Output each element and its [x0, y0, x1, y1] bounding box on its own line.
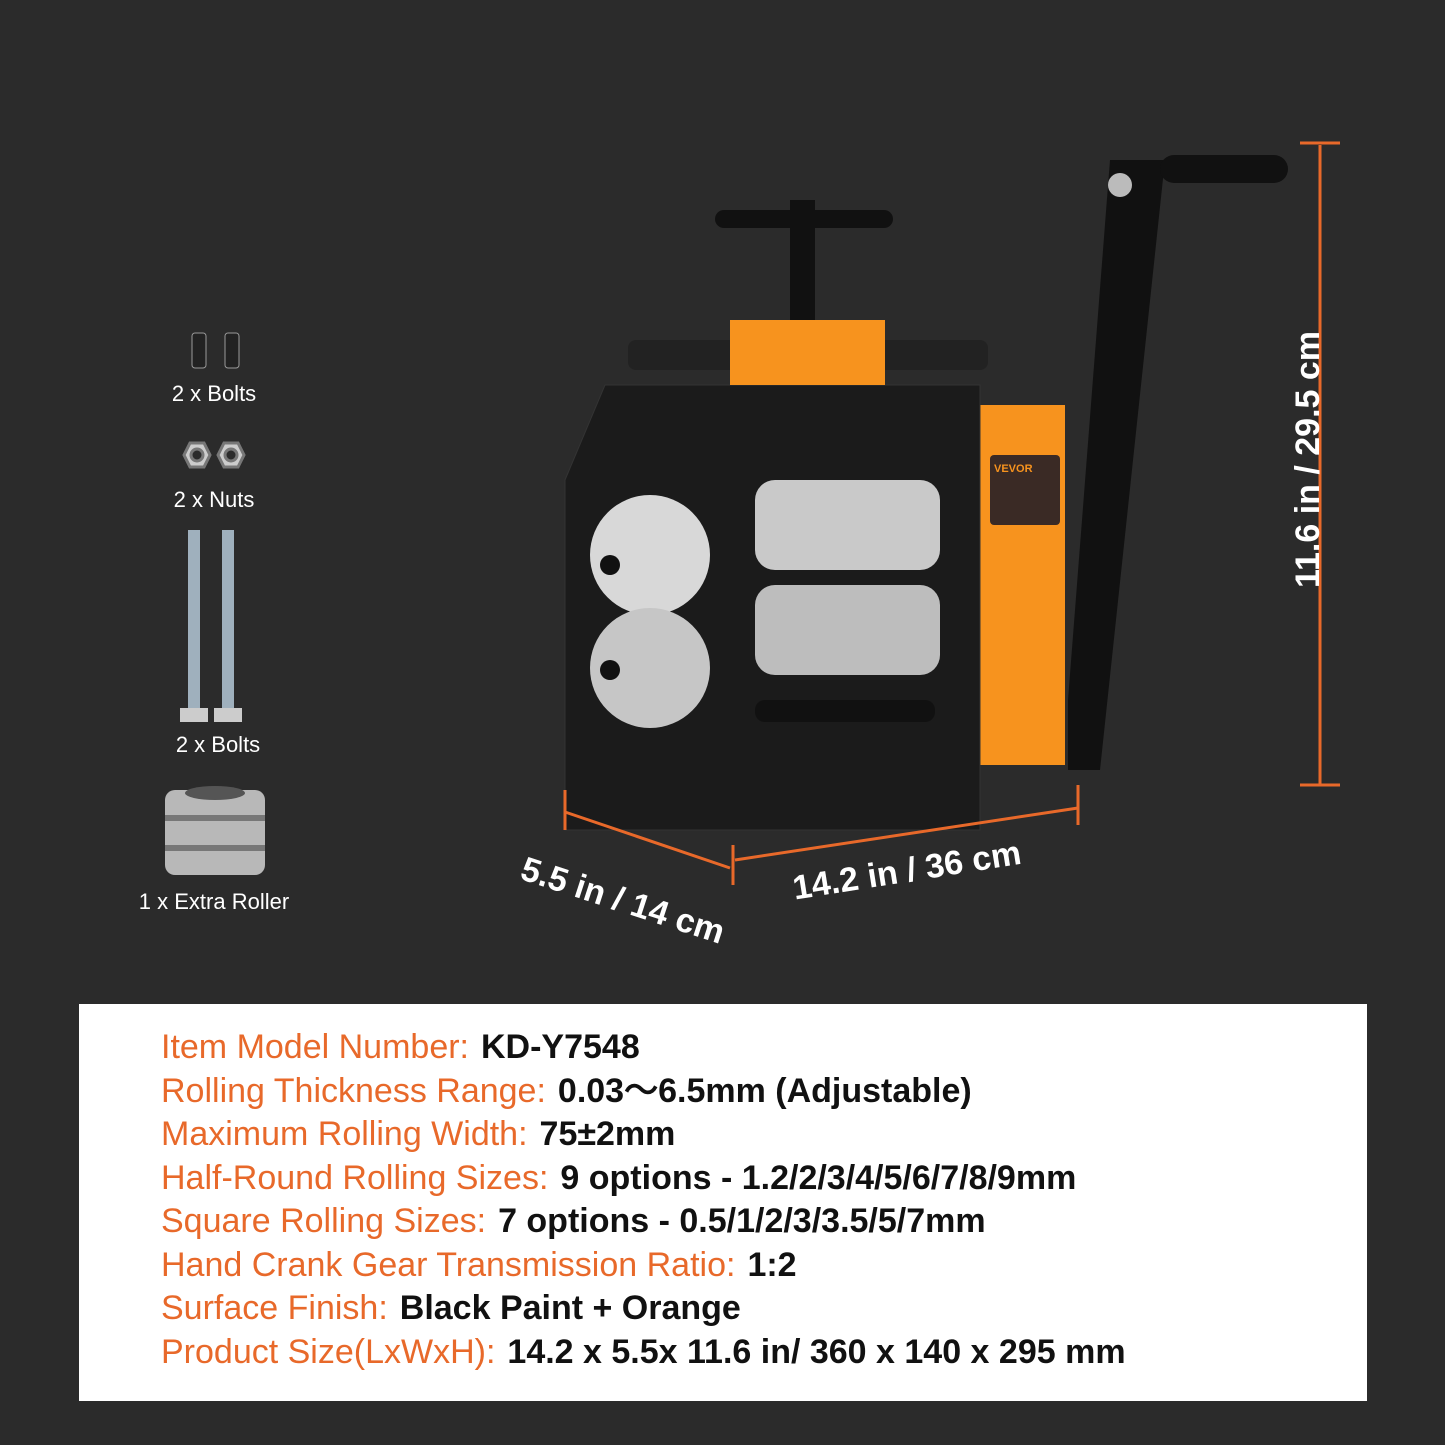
accessory-label: 2 x Bolts [175, 732, 261, 757]
spec-key: Square Rolling Sizes: [161, 1202, 487, 1240]
spec-value: Black Paint + Orange [399, 1289, 741, 1327]
spec-key: Product Size(LxWxH): [161, 1332, 496, 1371]
spec-row: Rolling Thickness Range: 0.03～6.5mm (Adju… [161, 1070, 1367, 1114]
spec-row: Surface Finish: Black Paint + Orange [161, 1287, 1367, 1331]
spec-value: 9 options - 1.2/2/3/4/5/6/7/8/9mm [560, 1158, 1077, 1197]
accessory-label: 2 x Nuts [173, 487, 255, 512]
brand-logo: VEVOR [994, 463, 1033, 475]
height-dimension: 11.6 in / 29.5 cm [1289, 330, 1328, 589]
roller-icon [165, 786, 265, 875]
spec-panel: Item Model Number: KD-Y7548 Rolling Thick… [79, 1004, 1367, 1401]
spec-row: Square Rolling Sizes: 7 options - 0.5/1/2… [161, 1200, 1367, 1244]
dimension-lines [563, 141, 1340, 885]
spec-value: 14.2 x 5.5x 11.6 in/ 360 x 140 x 295 mm [507, 1332, 1126, 1371]
accessory-label: 2 x Bolts [171, 381, 257, 406]
spec-row: Half-Round Rolling Sizes: 9 options - 1.2… [161, 1157, 1367, 1201]
spec-key: Maximum Rolling Width: [161, 1115, 528, 1153]
spec-value: 1:2 [747, 1245, 797, 1284]
spec-key: Item Model Number: [161, 1028, 469, 1066]
long-bolt-icon [180, 530, 242, 722]
nut-icon [182, 441, 246, 469]
spec-row: Maximum Rolling Width: 75±2mm [161, 1113, 1367, 1157]
spec-row: Hand Crank Gear Transmission Ratio: 1:2 [161, 1244, 1367, 1288]
accessory-label: 1 x Extra Roller [138, 889, 290, 914]
spec-key: Half-Round Rolling Sizes: [161, 1158, 549, 1197]
product-illustration: VEVOR [165, 141, 1340, 885]
spec-value: 75±2mm [539, 1115, 676, 1153]
spec-value: KD-Y7548 [481, 1028, 640, 1066]
spec-row: Product Size(LxWxH): 14.2 x 5.5x 11.6 in/… [161, 1331, 1367, 1375]
small-bolt-icon [191, 332, 240, 369]
spec-key: Rolling Thickness Range: [161, 1071, 546, 1110]
spec-row: Item Model Number: KD-Y7548 [161, 1026, 1367, 1070]
spec-key: Hand Crank Gear Transmission Ratio: [161, 1245, 736, 1284]
rolling-mill-machine: VEVOR [564, 155, 1288, 831]
spec-value: 0.03～6.5mm (Adjustable) [557, 1071, 972, 1110]
spec-key: Surface Finish: [161, 1289, 388, 1327]
spec-value: 7 options - 0.5/1/2/3/3.5/5/7mm [498, 1202, 986, 1240]
